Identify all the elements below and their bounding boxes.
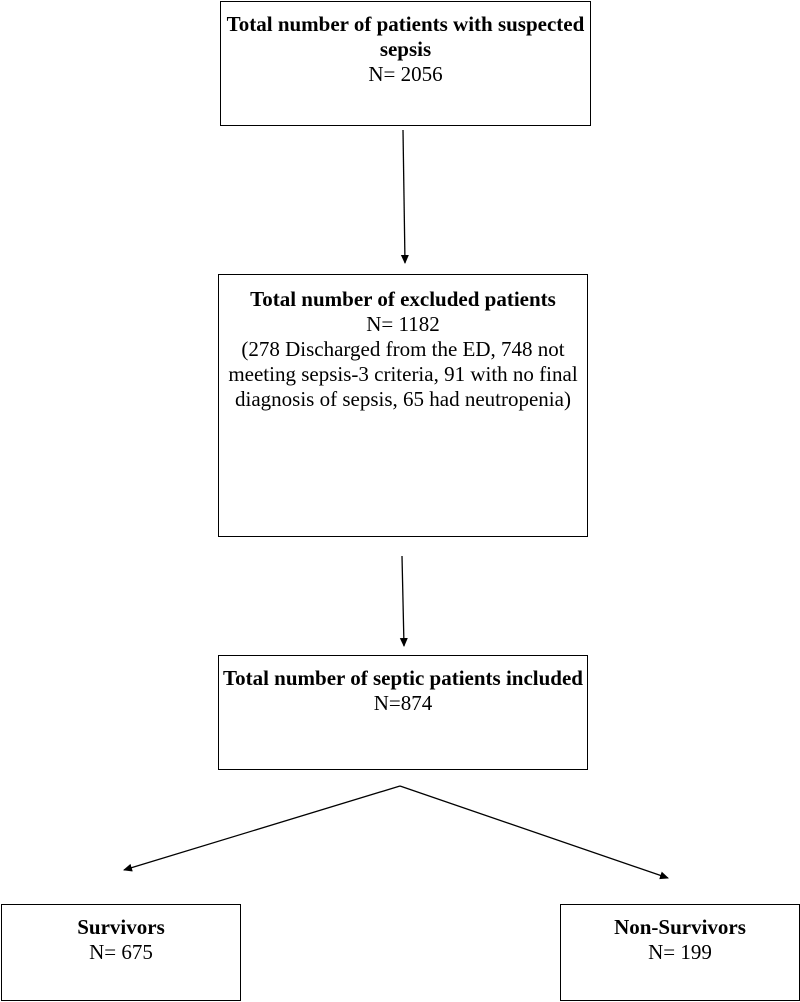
box-included-septic-patients: Total number of septic patients included… <box>218 655 588 770</box>
box-title: Non-Survivors <box>614 915 746 939</box>
arrow-included-to-survivors <box>123 785 401 872</box>
box-title: Total number of patients with suspected … <box>226 12 585 61</box>
box-non-survivors: Non-Survivors N= 199 <box>560 904 800 1001</box>
box-title: Survivors <box>77 915 165 939</box>
box-title: Total number of septic patients included <box>223 666 583 690</box>
box-count: N= 2056 <box>368 62 443 86</box>
box-title: Total number of excluded patients <box>250 287 556 311</box>
box-count: N= 675 <box>89 940 153 964</box>
arrow-excluded-to-included <box>399 555 408 647</box>
box-detail: (278 Discharged from the ED, 748 not mee… <box>228 337 578 411</box>
box-total-suspected-sepsis: Total number of patients with suspected … <box>220 1 591 126</box>
box-count: N= 199 <box>648 940 712 964</box>
box-count: N=874 <box>373 691 433 715</box>
box-survivors: Survivors N= 675 <box>1 904 241 1001</box>
arrow-total-to-excluded <box>400 129 409 264</box>
box-count: N= 1182 <box>366 312 440 336</box>
arrow-included-to-nonsurvivors <box>399 785 669 880</box>
box-excluded-patients: Total number of excluded patients N= 118… <box>218 274 588 537</box>
